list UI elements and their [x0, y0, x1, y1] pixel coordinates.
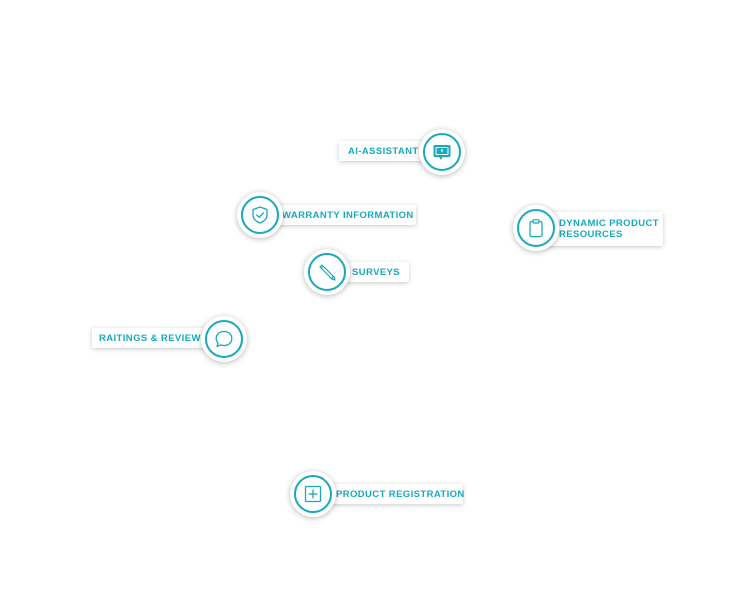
plus-square-icon: [304, 485, 322, 503]
ai-assistant-label: AI-ASSISTANT: [348, 145, 419, 157]
speech-bubble-icon: [215, 330, 233, 348]
chat-screen-icon: [433, 145, 451, 160]
registration-ring: [294, 475, 332, 513]
dynamic-resources-badge: [513, 205, 559, 251]
feature-ai-assistant[interactable]: AI-ASSISTANT: [339, 128, 467, 176]
registration-badge: [290, 471, 336, 517]
warranty-badge: [237, 192, 283, 238]
ratings-label-pill: RAITINGS & REVIEWS: [92, 328, 224, 348]
ai-assistant-label-pill: AI-ASSISTANT: [339, 141, 438, 161]
dynamic-resources-ring: [517, 209, 555, 247]
ai-assistant-badge: [419, 129, 465, 175]
ratings-label: RAITINGS & REVIEWS: [99, 332, 208, 344]
registration-label-pill: PRODUCT REGISTRATION: [312, 484, 465, 504]
surveys-label: SURVEYS: [352, 266, 401, 278]
surveys-ring: [308, 253, 346, 291]
feature-ratings-reviews[interactable]: RAITINGS & REVIEWS: [92, 315, 252, 363]
feature-product-registration[interactable]: PRODUCT REGISTRATION: [290, 471, 466, 519]
registration-label: PRODUCT REGISTRATION: [336, 488, 465, 500]
feature-warranty-information[interactable]: WARRANTY INFORMATION: [237, 192, 419, 240]
warranty-ring: [241, 196, 279, 234]
surveys-badge: [304, 249, 350, 295]
feature-dynamic-product-resources[interactable]: DYNAMIC PRODUCT RESOURCES: [513, 205, 665, 253]
ratings-badge: [201, 316, 247, 362]
dynamic-resources-label-line1: DYNAMIC PRODUCT: [559, 218, 659, 229]
dynamic-resources-label-line2: RESOURCES: [559, 229, 623, 240]
ai-assistant-ring: [423, 133, 461, 171]
feature-surveys[interactable]: SURVEYS: [304, 249, 412, 297]
clipboard-icon: [529, 219, 543, 238]
shield-check-icon: [252, 206, 268, 224]
ratings-ring: [205, 320, 243, 358]
pencil-icon: [319, 264, 336, 281]
warranty-label-pill: WARRANTY INFORMATION: [259, 205, 416, 225]
warranty-label: WARRANTY INFORMATION: [282, 209, 414, 221]
